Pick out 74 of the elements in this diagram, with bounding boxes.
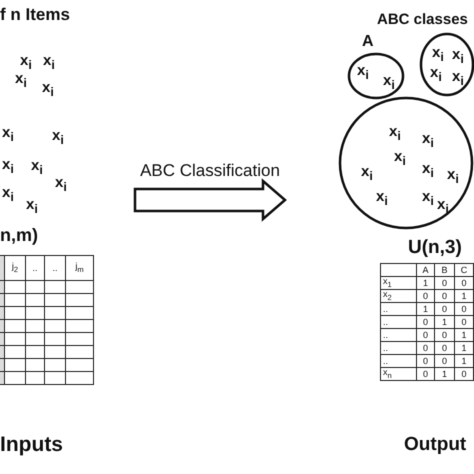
header-cell: j$_{2}$ (4, 256, 26, 280)
table-cell: 0 (434, 328, 454, 342)
table-cell: 0 (454, 276, 474, 290)
item-label: x$_{i}$ (361, 164, 373, 182)
table-cell: 0 (416, 316, 434, 328)
row-label: x$_{n}$ (380, 368, 416, 380)
table-cell: 0 (416, 368, 434, 380)
item-label: x$_{i}$ (52, 128, 64, 146)
header-cell: A (416, 264, 434, 276)
item-label: x$_{i}$ (15, 71, 27, 90)
item-label: x$_{i}$ (432, 45, 444, 64)
row-label: .. (380, 302, 416, 316)
row-label: x$_{1}$ (380, 276, 416, 290)
header-cell: .. (26, 256, 44, 280)
item-label: x$_{i}$ (394, 149, 406, 168)
item-label: x$_{i}$ (422, 131, 434, 150)
item-label: x$_{i}$ (26, 197, 38, 216)
table-cell: 0 (434, 302, 454, 316)
table-cell: 1 (454, 328, 474, 342)
item-label: x$_{i}$ (422, 189, 434, 208)
table-cell: 0 (434, 290, 454, 302)
heading: A (362, 34, 374, 50)
heading: f n Items (0, 6, 70, 23)
item-label: x$_{i}$ (43, 53, 55, 72)
item-label: x$_{i}$ (452, 47, 464, 66)
class-ellipse (347, 34, 405, 100)
item-label: x$_{i}$ (389, 124, 401, 142)
table-cell: 1 (434, 316, 454, 328)
table-cell: 0 (416, 328, 434, 342)
row-label: x$_{2}$ (380, 290, 416, 302)
header-cell: .. (44, 256, 66, 280)
table-cell: 0 (416, 290, 434, 302)
header-cell: j$_{m}$ (66, 256, 94, 280)
heading: ABC classes (377, 12, 468, 27)
item-label: x$_{i}$ (430, 65, 442, 84)
item-label: x$_{i}$ (55, 175, 67, 194)
item-label: x$_{i}$ (447, 167, 459, 186)
item-label: x$_{i}$ (2, 157, 14, 176)
section-label: Inputs (0, 434, 63, 455)
item-label: x$_{i}$ (2, 185, 14, 204)
item-label: x$_{i}$ (2, 125, 14, 144)
header-cell: C (454, 264, 474, 276)
section-label: Output (404, 435, 466, 454)
row-label: .. (380, 342, 416, 354)
row-label: .. (380, 354, 416, 368)
table-cell: 0 (434, 276, 454, 290)
item-label: x$_{i}$ (357, 63, 369, 82)
table-cell: 0 (416, 354, 434, 368)
item-label: x$_{i}$ (422, 161, 434, 180)
table-cell: 1 (434, 368, 454, 380)
table-cell: 1 (454, 290, 474, 302)
table-cell: 1 (416, 276, 434, 290)
table-cell: 0 (416, 342, 434, 354)
table-cell: 0 (434, 342, 454, 354)
table-cell: 0 (454, 368, 474, 380)
row-label: .. (380, 328, 416, 342)
item-label: x$_{i}$ (42, 80, 54, 98)
item-label: x$_{i}$ (452, 69, 464, 88)
table-cell: 1 (416, 302, 434, 316)
table-cell: 1 (454, 354, 474, 368)
class-ellipse (339, 97, 473, 229)
item-label: x$_{i}$ (383, 73, 395, 92)
row-label: .. (380, 316, 416, 328)
item-label: x$_{i}$ (31, 158, 43, 176)
edge-label: ABC Classification (139, 162, 281, 179)
item-label: x$_{i}$ (20, 53, 32, 72)
table-cell: 1 (454, 342, 474, 354)
table-cell: 0 (454, 316, 474, 328)
item-label: x$_{i}$ (376, 189, 388, 208)
table-cell: 0 (434, 354, 454, 368)
table-cell: 0 (454, 302, 474, 316)
matrix-title: n,m) (0, 226, 38, 244)
header-cell: B (434, 264, 454, 276)
block-arrow (134, 178, 287, 222)
